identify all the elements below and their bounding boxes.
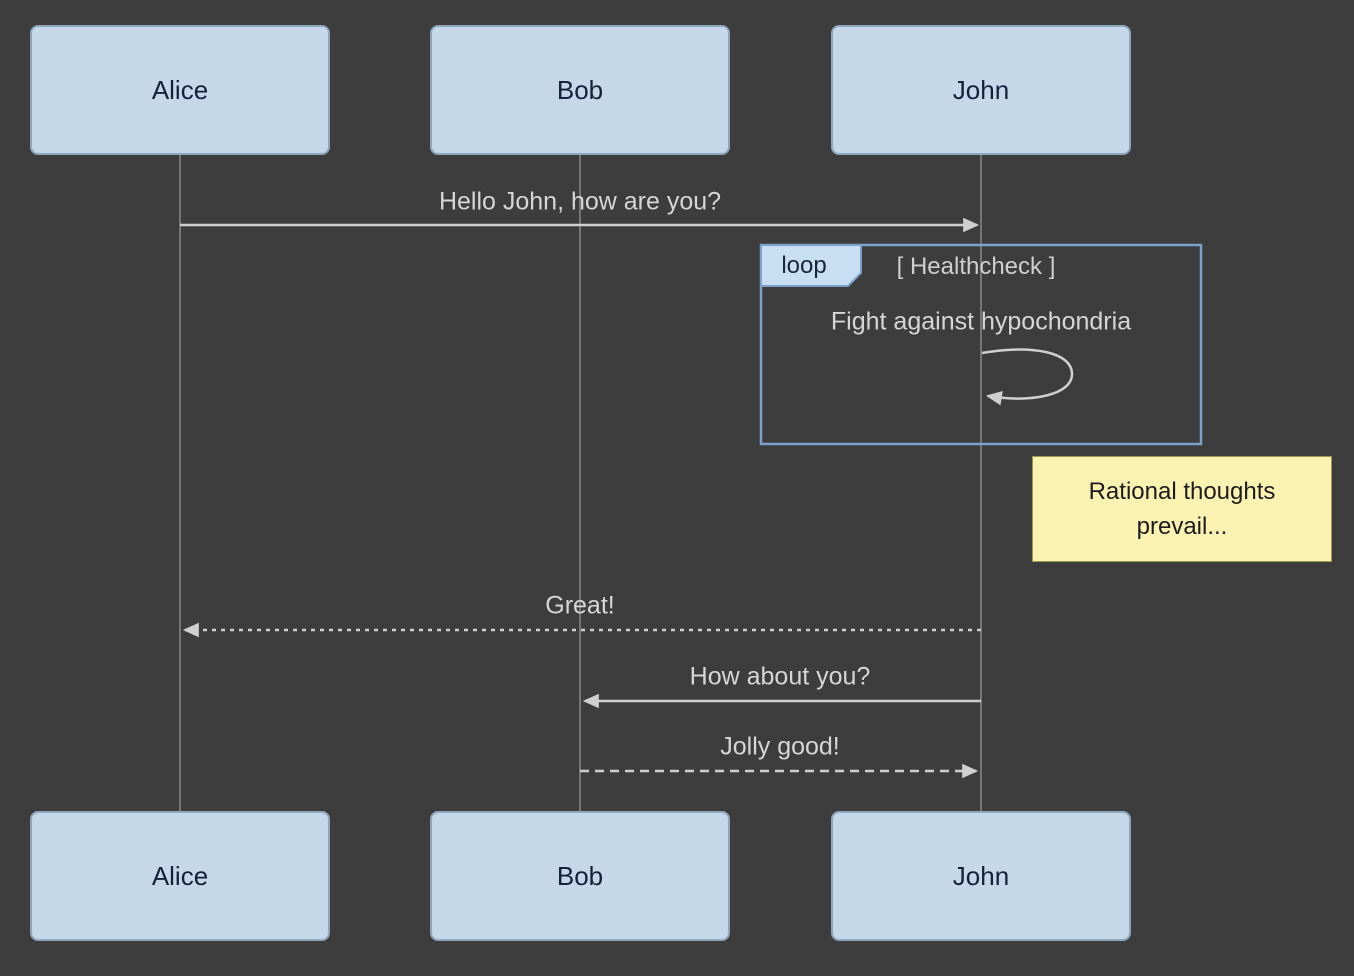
loop-condition-label: [ Healthcheck ] [896,253,1056,280]
arrow-self-loop [981,348,1074,406]
actor-label-bob: Bob [556,74,604,105]
actor-label-bob: Bob [556,860,604,891]
actor-box-top-john: John [831,25,1131,155]
actor-box-bottom-john: John [831,811,1131,941]
message-label-self-loop: Fight against hypochondria [830,307,1132,336]
message-label-jolly-good: Jolly good! [720,732,840,761]
actor-box-bottom-alice: Alice [30,811,330,941]
actor-box-top-bob: Bob [430,25,730,155]
actor-label-alice: Alice [151,860,209,891]
note-line-1: Rational thoughts [1088,478,1276,505]
actor-label-john: John [952,860,1010,891]
message-label-great: Great! [545,591,615,620]
loop-frame-border [759,243,1203,446]
message-label-how-about-you: How about you? [689,662,871,691]
loop-label-tab [760,244,862,287]
loop-tab-label: loop [781,252,827,279]
actor-label-john: John [952,74,1010,105]
message-label-hello: Hello John, how are you? [438,187,722,216]
note-line-2: prevail... [1136,513,1228,540]
note-rational-thoughts: Rational thoughts prevail... [1032,456,1332,562]
actor-label-alice: Alice [151,74,209,105]
actor-box-bottom-bob: Bob [430,811,730,941]
actor-box-top-alice: Alice [30,25,330,155]
